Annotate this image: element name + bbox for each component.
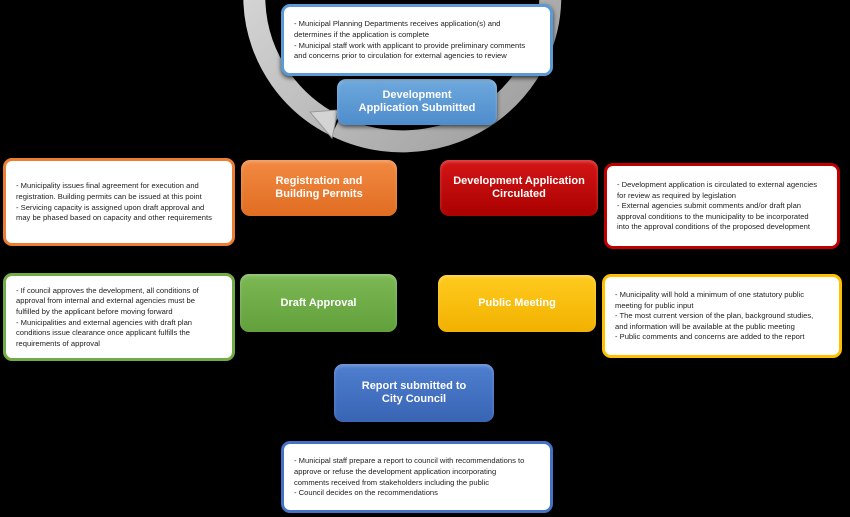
note-registration-line: registration. Building permits can be is… — [16, 191, 202, 201]
note-draft-approval-line: approval from internal and external agen… — [16, 296, 195, 306]
note-report-line: comments received from stakeholders incl… — [294, 477, 490, 487]
note-draft-approval-line: fulfilled by the applicant before moving… — [16, 306, 173, 316]
note-report: - Municipal staff prepare a report to co… — [281, 441, 553, 513]
stage-submitted: Development Application Submitted — [337, 79, 497, 125]
note-draft-approval-line: conditions issue clearance once applican… — [16, 328, 190, 338]
note-public-meeting-line: - Public comments and concerns are added… — [615, 332, 805, 342]
note-registration-line: - Servicing capacity is assigned upon dr… — [16, 202, 205, 212]
note-report-line: approve or refuse the development applic… — [294, 466, 497, 476]
note-public-meeting-line: - The most current version of the plan, … — [615, 311, 814, 321]
stage-registration-label: Registration and Building Permits — [275, 175, 363, 200]
stage-public-meeting-label: Public Meeting — [478, 297, 556, 309]
note-submitted-line: and concerns prior to circulation for ex… — [294, 51, 507, 61]
note-circulated-line: - Development application is circulated … — [617, 180, 818, 190]
note-submitted-line: - Municipal Planning Departments receive… — [294, 19, 501, 29]
note-circulated: - Development application is circulated … — [604, 163, 840, 249]
note-circulated-line: for review as required by legislation — [617, 190, 737, 200]
stage-draft-approval: Draft Approval — [240, 274, 397, 332]
cycle-arrow-head — [308, 109, 339, 140]
note-report-line: - Municipal staff prepare a report to co… — [294, 456, 525, 466]
note-circulated-line: into the approval conditions of the prop… — [617, 222, 810, 232]
note-circulated-line: - External agencies submit comments and/… — [617, 201, 802, 211]
note-draft-approval-line: - If council approves the development, a… — [16, 285, 199, 295]
note-submitted-line: determines if the application is complet… — [294, 29, 430, 39]
stage-submitted-label: Development Application Submitted — [358, 89, 476, 114]
note-submitted-line: - Municipal staff work with applicant to… — [294, 40, 526, 50]
stage-circulated-label: Development Application Circulated — [453, 175, 585, 200]
note-public-meeting-line: and information will be available at the… — [615, 321, 795, 331]
note-registration-line: may be phased based on capacity and othe… — [16, 213, 212, 223]
stage-report-label: Report submitted to City Council — [361, 380, 467, 405]
stage-registration: Registration and Building Permits — [241, 160, 397, 216]
note-registration: - Municipality issues final agreement fo… — [3, 158, 235, 246]
stage-draft-approval-label: Draft Approval — [280, 296, 357, 309]
note-registration-line: - Municipality issues final agreement fo… — [16, 181, 199, 191]
note-draft-approval-line: requirements of approval — [16, 338, 100, 348]
note-public-meeting-line: meeting for public input — [615, 300, 694, 310]
note-submitted: - Municipal Planning Departments receive… — [281, 4, 553, 76]
note-report-line: - Council decides on the recommendations — [294, 488, 438, 498]
note-draft-approval: - If council approves the development, a… — [3, 273, 235, 361]
note-public-meeting: - Municipality will hold a minimum of on… — [602, 274, 842, 358]
stage-circulated: Development Application Circulated — [440, 160, 598, 216]
note-circulated-line: approval conditions to the municipality … — [617, 211, 809, 221]
stage-report: Report submitted to City Council — [334, 364, 494, 422]
note-public-meeting-line: - Municipality will hold a minimum of on… — [615, 290, 805, 300]
note-draft-approval-line: - Municipalities and external agencies w… — [16, 317, 193, 327]
stage-public-meeting: Public Meeting — [438, 275, 596, 332]
